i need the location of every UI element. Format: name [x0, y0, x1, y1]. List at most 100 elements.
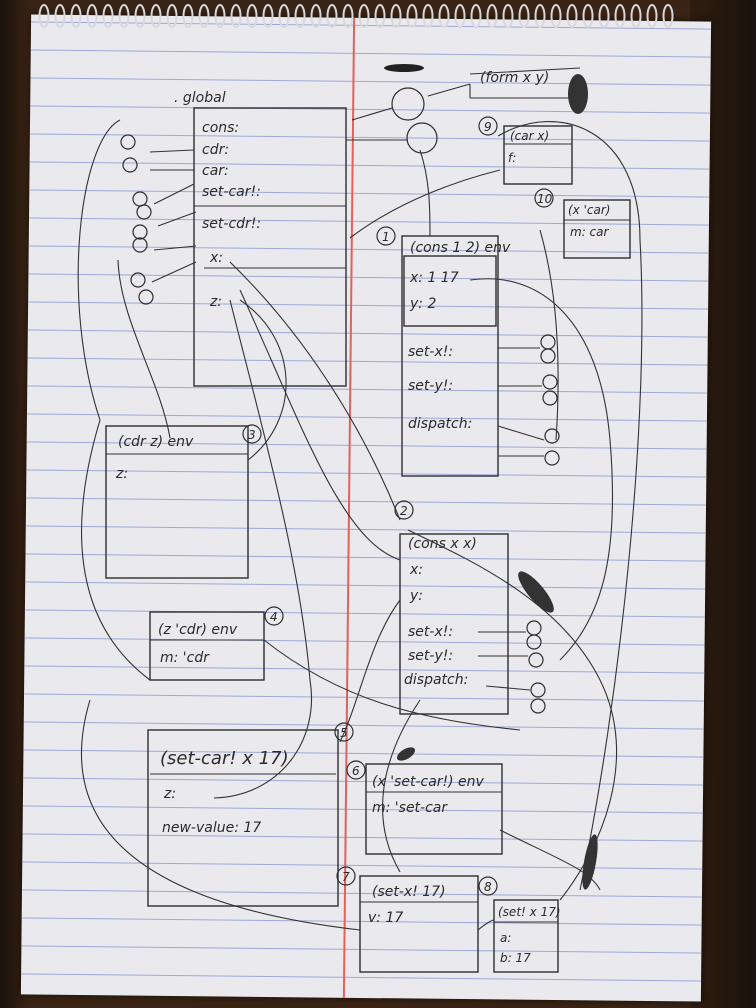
frame-5-box [147, 729, 339, 907]
spiral-ring [662, 4, 674, 28]
spiral-ring [294, 4, 306, 28]
spiral-ring [502, 4, 514, 28]
binding-z: z: [209, 294, 222, 310]
frame-2-binding-dispatch: dispatch: [404, 672, 468, 688]
spiral-ring [230, 4, 242, 28]
frame-1-binding-x: x: 1 17 [409, 270, 459, 286]
frame-4-box [149, 611, 265, 681]
frame-2: 2 (cons x x) x: y: set-x!: set-y!: dispa… [394, 500, 554, 715]
procedure-circle-1 [391, 87, 425, 121]
spiral-ring [582, 4, 594, 28]
frame-8-title: (set! x 17) [498, 905, 561, 919]
params-bracket [469, 67, 581, 99]
frame-1-title: (cons 1 2) env [410, 240, 511, 256]
frame-3-binding-z: z: [115, 466, 128, 482]
spiral-ring [406, 4, 418, 28]
spiral-binding [38, 4, 674, 28]
frame-3: (cdr z) env 3 z: [105, 424, 262, 579]
frame-6-number: 6 [352, 764, 360, 778]
frame-7-box [359, 875, 479, 973]
binding-cdr: cdr: [202, 142, 229, 158]
spiral-ring [166, 4, 178, 28]
binding-car: car: [202, 163, 229, 179]
spiral-ring [454, 4, 466, 28]
spiral-ring [326, 4, 338, 28]
frame-5-binding-new-value: new-value: 17 [162, 820, 261, 836]
frame-9-number: 9 [484, 120, 492, 134]
spiral-ring [214, 4, 226, 28]
spiral-ring [310, 4, 322, 28]
spiral-ring [182, 4, 194, 28]
frame-6: (x 'set-car!) env 6 m: 'set-car [346, 747, 503, 855]
frame-2-number: 2 [400, 504, 408, 518]
procedure-object-top: (form x y) [346, 64, 588, 154]
frame-8-number: 8 [484, 880, 492, 894]
spiral-ring [262, 4, 274, 28]
frame-10: (x 'car) 10 m: car [534, 188, 631, 259]
frame-2-binding-setx: set-x!: [408, 624, 453, 640]
frame-10-binding-m: m: car [570, 225, 609, 239]
spiral-ring [134, 4, 146, 28]
spiral-ring [630, 4, 642, 28]
spiral-ring [646, 4, 658, 28]
binding-cons: cons: [202, 120, 239, 136]
frame-8-box [493, 899, 559, 973]
frame-4: (z 'cdr) env 4 m: 'cdr [149, 606, 284, 681]
frame-6-title: (x 'set-car!) env [372, 774, 485, 790]
frame-6-binding-m: m: 'set-car [372, 800, 448, 816]
spiral-ring [198, 4, 210, 28]
spiral-ring [342, 4, 354, 28]
frame-9-box [503, 125, 573, 185]
frame-3-box [105, 425, 249, 579]
frame-3-number: 3 [248, 428, 256, 442]
spiral-ring [390, 4, 402, 28]
spiral-ring [470, 4, 482, 28]
frame-5-title: (set-car! x 17) [160, 748, 289, 769]
spiral-ring [246, 4, 258, 28]
spiral-ring [118, 4, 130, 28]
frame-2-binding-sety: set-y!: [408, 648, 453, 664]
spiral-ring [614, 4, 626, 28]
frame-9: (car x) 9 f: [478, 116, 573, 185]
environment-pointer-curves [77, 119, 643, 931]
frame-1-binding-y: y: 2 [409, 296, 436, 312]
frame-1: 1 (cons 1 2) env x: 1 17 y: 2 set-x!: se… [376, 226, 560, 477]
global-procedure-circles [120, 134, 197, 305]
procedure-circle-2 [406, 122, 438, 154]
frame-8-binding-a: a: [500, 931, 511, 945]
binding-x: x: [209, 250, 223, 266]
frame-1-inner [403, 255, 497, 327]
spiral-ring [38, 4, 50, 28]
frame-1-binding-setx: set-x!: [408, 344, 453, 360]
spiral-ring [102, 4, 114, 28]
spiral-ring [86, 4, 98, 28]
spiral-ring [150, 4, 162, 28]
global-frame: . global cons: cdr: car: set-car!: set-c… [174, 90, 347, 387]
frame-1-number: 1 [382, 230, 390, 244]
frame-8-binding-b: b: 17 [500, 951, 531, 965]
frame-5-binding-z: z: [163, 786, 176, 802]
spiral-ring [358, 4, 370, 28]
frame-10-number: 10 [537, 192, 553, 206]
frame-2-box [399, 533, 509, 715]
frame-2-title: (cons x x) [408, 536, 477, 552]
spiral-ring [438, 4, 450, 28]
scribble-blob-2 [518, 571, 554, 613]
frame-7-title: (set-x! 17) [372, 884, 446, 900]
spiral-ring [278, 4, 290, 28]
global-frame-box [193, 107, 347, 387]
frame-4-binding-m: m: 'cdr [160, 650, 210, 666]
frame-1-binding-sety: set-y!: [408, 378, 453, 394]
frame-8: (set! x 17) 8 a: b: 17 [478, 876, 561, 973]
scribble-mark [384, 64, 424, 72]
frame-4-title: (z 'cdr) env [158, 622, 238, 638]
arrow-cons [351, 107, 393, 121]
spiral-ring [534, 4, 546, 28]
binding-set-car: set-car!: [202, 184, 261, 200]
frame-10-title: (x 'car) [568, 203, 610, 217]
frame-7-number: 7 [342, 870, 350, 884]
spiral-ring [518, 4, 530, 28]
frame-2-binding-x: x: [409, 562, 423, 578]
spiral-ring [54, 4, 66, 28]
